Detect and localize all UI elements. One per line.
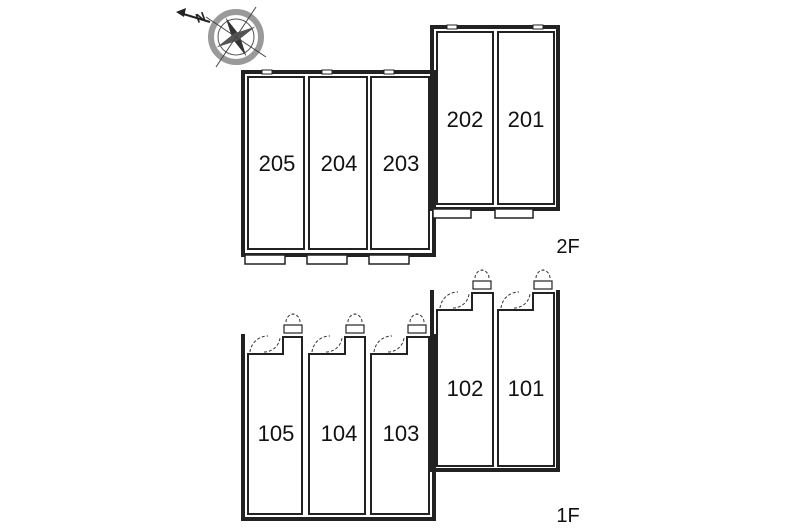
room-202-outline <box>436 31 494 205</box>
balcony-205 <box>244 254 286 265</box>
room-203-outline <box>370 76 430 250</box>
room-103-label: 103 <box>383 421 420 446</box>
room-204-outline <box>308 76 368 250</box>
room-102-label: 102 <box>447 376 484 401</box>
room-201-label: 201 <box>508 107 545 132</box>
room-203-label: 203 <box>383 151 420 176</box>
floor-2f-label: 2F <box>556 236 579 258</box>
room-105-label: 105 <box>258 421 295 446</box>
room-101-outline <box>497 292 555 467</box>
north-arrow-icon <box>176 8 211 23</box>
room-104-outline <box>308 336 366 515</box>
room-204-label: 204 <box>321 151 358 176</box>
balcony-203 <box>368 254 410 265</box>
room-202-label: 202 <box>447 107 484 132</box>
floor-1f-plan: 105 104 103 102 101 <box>241 269 560 521</box>
room-103-outline <box>370 336 430 515</box>
room-205-outline <box>247 76 305 250</box>
balcony-201 <box>494 208 534 219</box>
room-205-label: 205 <box>259 151 296 176</box>
compass-icon <box>205 6 267 68</box>
balcony-204 <box>306 254 348 265</box>
room-104-label: 104 <box>321 421 358 446</box>
floor-2f-plan: 205 204 203 202 201 <box>241 24 560 265</box>
compass-north-label: N <box>194 9 208 26</box>
room-105-outline <box>247 336 303 515</box>
balcony-202 <box>432 208 472 219</box>
room-101-label: 101 <box>508 376 545 401</box>
floor-1f-label: 1F <box>556 505 579 527</box>
room-201-outline <box>497 31 555 205</box>
room-102-outline <box>436 292 494 467</box>
